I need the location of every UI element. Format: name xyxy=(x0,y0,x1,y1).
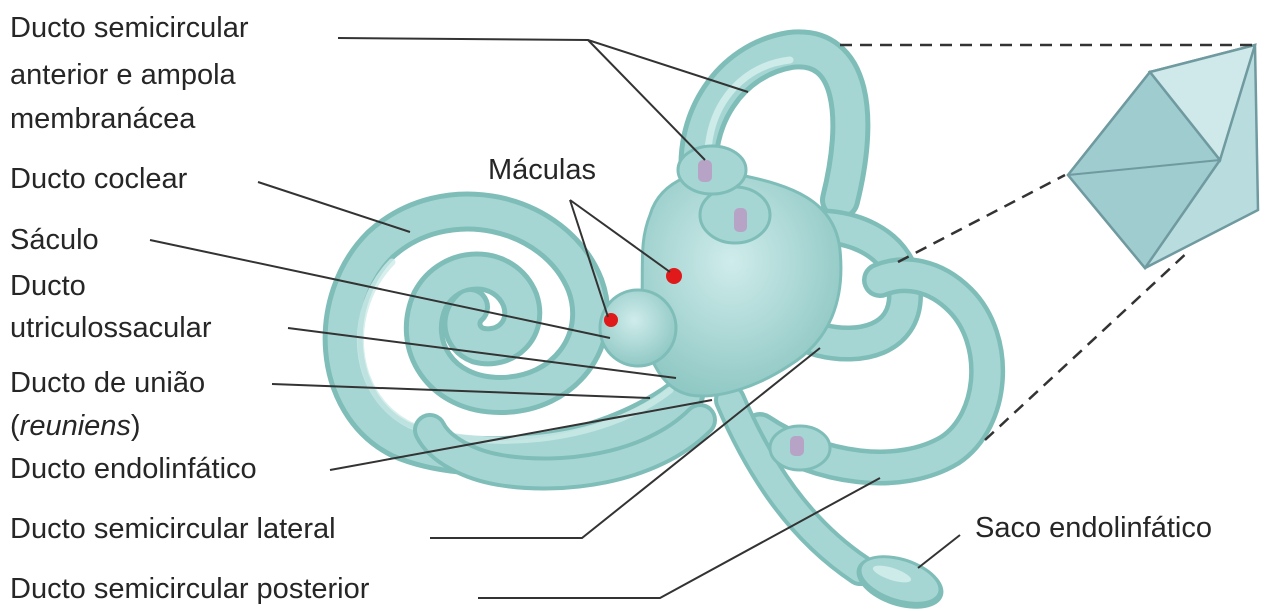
label-reuniens-line2: (reuniens) xyxy=(10,408,141,444)
reuniens-open-paren: ( xyxy=(10,410,20,442)
macula-saccule xyxy=(604,313,618,327)
label-utriculosaccular-line2: utriculossacular xyxy=(10,310,211,346)
label-maculae: Máculas xyxy=(488,152,596,188)
label-posterior-duct: Ducto semicircular posterior xyxy=(10,571,369,607)
label-cochlear-duct: Ducto coclear xyxy=(10,161,187,197)
label-anterior-duct-line3: membranácea xyxy=(10,101,195,137)
crystal-inset xyxy=(1068,45,1258,268)
crista-lateral xyxy=(734,208,747,232)
reuniens-italic: reuniens xyxy=(20,410,131,442)
label-reuniens-line1: Ducto de união xyxy=(10,365,205,401)
label-anterior-duct-line1: Ducto semicircular xyxy=(10,10,249,46)
label-endolymphatic-sac: Saco endolinfático xyxy=(975,510,1212,546)
crista-anterior xyxy=(698,160,712,182)
label-anterior-duct-line2: anterior e ampola xyxy=(10,57,236,93)
saccule xyxy=(600,290,676,366)
label-endolymphatic-duct: Ducto endolinfático xyxy=(10,451,257,487)
label-saccule: Sáculo xyxy=(10,222,99,258)
label-utriculosaccular-line1: Ducto xyxy=(10,268,86,304)
label-lateral-duct: Ducto semicircular lateral xyxy=(10,511,336,547)
crista-posterior xyxy=(790,436,804,456)
reuniens-close-paren: ) xyxy=(131,410,141,442)
